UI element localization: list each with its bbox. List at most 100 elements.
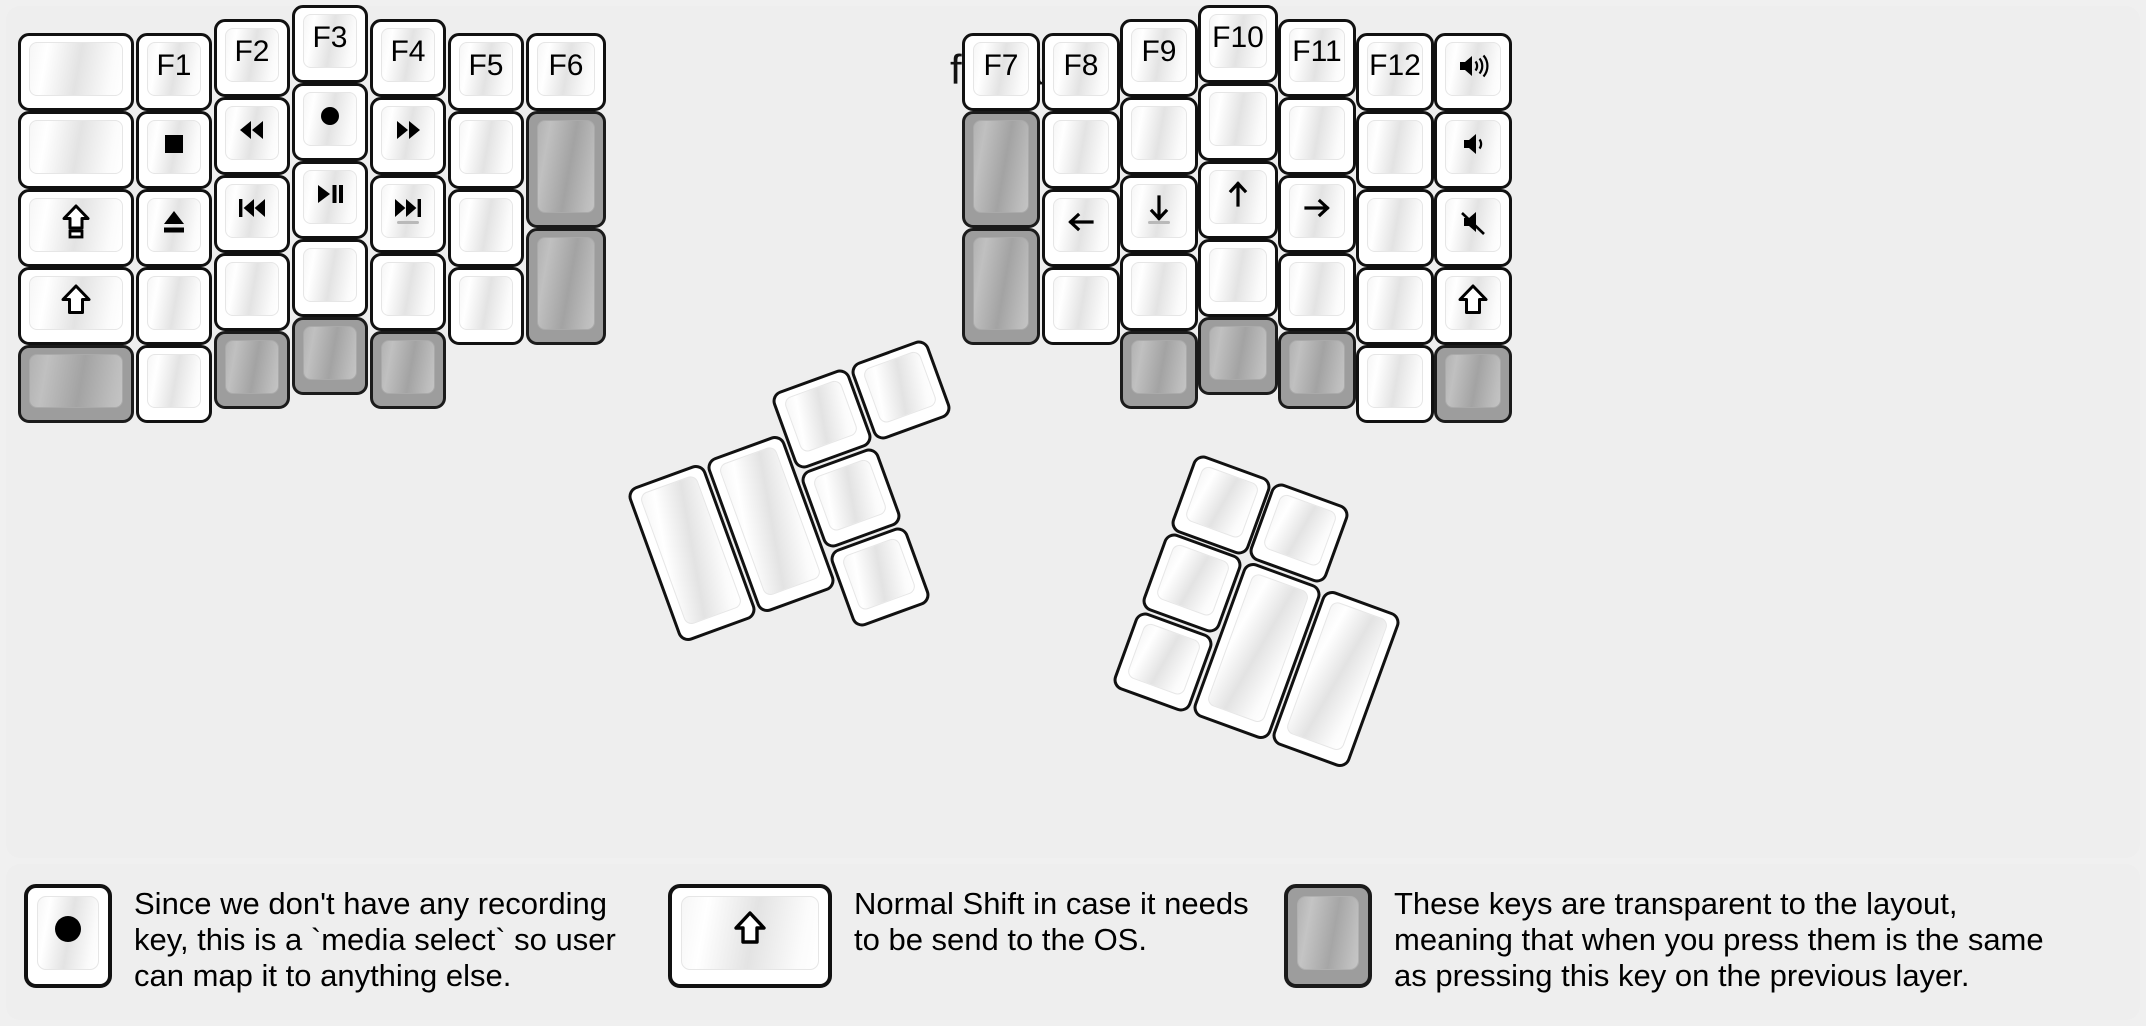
left-key-col-index-4[interactable]	[370, 331, 446, 409]
left-key-col-index-2[interactable]	[370, 175, 446, 253]
left-key-col-ring-1[interactable]	[214, 97, 290, 175]
keycap-top-surface	[225, 262, 279, 316]
left-key-col-innermost-1[interactable]	[526, 111, 606, 228]
left-key-col-pinky-3[interactable]	[136, 267, 212, 345]
left-key-col-pinky-outer-2[interactable]	[18, 189, 134, 267]
right-key-col-inner-1[interactable]	[1042, 111, 1120, 189]
left-key-col-ring-4[interactable]	[214, 331, 290, 409]
right-key-col-pinky-4[interactable]	[1356, 345, 1434, 423]
keycap-top-surface	[1289, 28, 1345, 82]
left-key-col-inner-1[interactable]	[448, 111, 524, 189]
legend-text-shift: Normal Shift in case it needs to be send…	[854, 886, 1249, 957]
left-key-col-pinky-1[interactable]	[136, 111, 212, 189]
right-key-col-pinky-outer-3[interactable]	[1434, 267, 1512, 345]
keycap-top-surface	[537, 42, 595, 96]
keycap-top-surface	[1367, 120, 1423, 174]
left-key-col-inner-0-f5[interactable]: F5	[448, 33, 524, 111]
left-key-col-index-0-f4[interactable]: F4	[370, 19, 446, 97]
right-key-col-inner-3[interactable]	[1042, 267, 1120, 345]
keycap-top-surface	[1183, 464, 1260, 540]
keycap-top-surface	[381, 28, 435, 82]
right-key-col-ring-1[interactable]	[1278, 97, 1356, 175]
left-key-col-innermost-2[interactable]	[526, 228, 606, 345]
right-key-col-pinky-outer-2[interactable]	[1434, 189, 1512, 267]
right-key-col-pinky-1[interactable]	[1356, 111, 1434, 189]
keycap-top-surface	[1289, 340, 1345, 394]
keycap-top-surface	[303, 248, 357, 302]
left-key-col-ring-2[interactable]	[214, 175, 290, 253]
right-key-col-pinky-outer-1[interactable]	[1434, 111, 1512, 189]
right-key-col-pinky-0-f12[interactable]: F12	[1356, 33, 1434, 111]
keycap-top-surface	[1131, 262, 1187, 316]
keycap-top-surface	[1445, 354, 1501, 408]
right-key-col-ring-3[interactable]	[1278, 253, 1356, 331]
right-key-col-middle-2[interactable]	[1198, 161, 1278, 239]
right-key-col-ring-4[interactable]	[1278, 331, 1356, 409]
keycap-top-surface	[973, 42, 1029, 96]
left-key-col-ring-0-f2[interactable]: F2	[214, 19, 290, 97]
left-key-col-innermost-0-f6[interactable]: F6	[526, 33, 606, 111]
right-key-col-middle-3[interactable]	[1198, 239, 1278, 317]
left-key-col-middle-4[interactable]	[292, 317, 368, 395]
right-key-col-index-2[interactable]	[1120, 175, 1198, 253]
right-key-col-middle-4[interactable]	[1198, 317, 1278, 395]
keycap-top-surface	[840, 536, 917, 612]
left-key-col-pinky-outer-4[interactable]	[18, 345, 134, 423]
keycap-top-surface	[1131, 184, 1187, 238]
right-key-col-pinky-3[interactable]	[1356, 267, 1434, 345]
keycap-top-surface	[225, 184, 279, 238]
legend-key-transparent	[1284, 884, 1372, 988]
keycap-top-surface	[303, 14, 357, 68]
right-key-col-innermost-1[interactable]	[962, 111, 1040, 228]
right-key-col-ring-2[interactable]	[1278, 175, 1356, 253]
right-key-col-ring-0-f11[interactable]: F11	[1278, 19, 1356, 97]
left-key-col-middle-1[interactable]	[292, 83, 368, 161]
left-key-col-pinky-outer-3[interactable]	[18, 267, 134, 345]
keycap-top-surface	[1445, 42, 1501, 96]
right-key-col-middle-0-f10[interactable]: F10	[1198, 5, 1278, 83]
shift-icon	[672, 888, 828, 970]
right-key-col-index-3[interactable]	[1120, 253, 1198, 331]
right-key-col-innermost-2[interactable]	[962, 228, 1040, 345]
keycap-top-surface	[225, 28, 279, 82]
right-key-col-pinky-outer-4[interactable]	[1434, 345, 1512, 423]
right-key-col-pinky-outer-0[interactable]	[1434, 33, 1512, 111]
keycap-top-surface	[1209, 92, 1267, 146]
keycap-top-surface	[29, 120, 123, 174]
left-key-col-index-1[interactable]	[370, 97, 446, 175]
keycap-top-surface	[1445, 198, 1501, 252]
keycap-top-surface	[147, 42, 201, 96]
keycap-top-surface	[1289, 106, 1345, 160]
right-key-col-pinky-2[interactable]	[1356, 189, 1434, 267]
keycap-top-surface	[459, 276, 513, 330]
keycap-top-surface	[1209, 14, 1267, 68]
left-key-col-pinky-outer-1[interactable]	[18, 111, 134, 189]
left-key-col-middle-3[interactable]	[292, 239, 368, 317]
left-key-col-inner-2[interactable]	[448, 189, 524, 267]
keycap-top-surface	[1209, 248, 1267, 302]
left-key-col-pinky-2[interactable]	[136, 189, 212, 267]
keycap-top-surface	[147, 276, 201, 330]
left-key-col-pinky-outer-0[interactable]	[18, 33, 134, 111]
left-key-col-middle-2[interactable]	[292, 161, 368, 239]
right-key-col-index-4[interactable]	[1120, 331, 1198, 409]
left-key-col-index-3[interactable]	[370, 253, 446, 331]
left-key-col-pinky-4[interactable]	[136, 345, 212, 423]
keycap-top-surface	[1367, 354, 1423, 408]
left-key-col-pinky-0-f1[interactable]: F1	[136, 33, 212, 111]
legend-panel	[6, 864, 2140, 1020]
right-key-col-innermost-0-f7[interactable]: F7	[962, 33, 1040, 111]
right-key-col-index-1[interactable]	[1120, 97, 1198, 175]
right-key-col-inner-0-f8[interactable]: F8	[1042, 33, 1120, 111]
right-key-col-inner-2[interactable]	[1042, 189, 1120, 267]
right-key-col-index-0-f9[interactable]: F9	[1120, 19, 1198, 97]
keycap-top-surface	[1445, 120, 1501, 174]
keycap-top-surface	[1262, 492, 1339, 568]
left-key-col-inner-3[interactable]	[448, 267, 524, 345]
keycap-top-surface	[1209, 326, 1267, 380]
right-key-col-middle-1[interactable]	[1198, 83, 1278, 161]
left-key-col-middle-0-f3[interactable]: F3	[292, 5, 368, 83]
left-key-col-ring-3[interactable]	[214, 253, 290, 331]
keycap-top-surface	[1367, 276, 1423, 330]
